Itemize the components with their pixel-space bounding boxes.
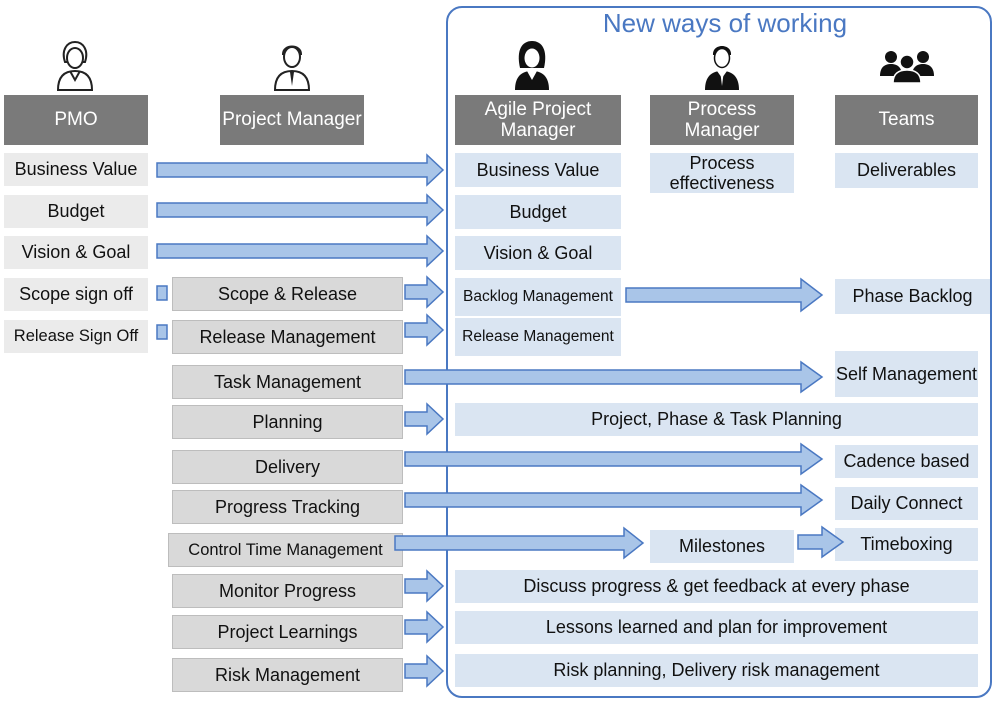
male-person-icon [705, 46, 739, 90]
process-item: Process effectiveness [650, 153, 794, 193]
pm-item: Project Learnings [172, 615, 403, 649]
pmo-item: Budget [4, 195, 148, 228]
agile-item: Business Value [455, 153, 621, 187]
wide-item: Lessons learned and plan for improvement [455, 611, 978, 644]
team-item: Deliverables [835, 153, 978, 188]
pmo-item: Scope sign off [4, 278, 148, 311]
header-process-manager: Process Manager [650, 95, 794, 145]
header-pmo: PMO [4, 95, 148, 145]
team-item: Cadence based [835, 445, 978, 478]
process-item: Milestones [650, 530, 794, 563]
wide-item: Project, Phase & Task Planning [455, 403, 978, 436]
arrow [404, 275, 445, 309]
pm-item: Control Time Management [168, 533, 403, 567]
male-person-outline-icon [273, 45, 311, 91]
wide-item: Discuss progress & get feedback at every… [455, 570, 978, 603]
agile-item: Release Management [455, 318, 621, 356]
female-person-outline-icon [56, 40, 94, 91]
header-project-manager: Project Manager [220, 95, 364, 145]
pmo-item: Release Sign Off [4, 320, 148, 353]
team-item: Daily Connect [835, 487, 978, 520]
wide-item: Risk planning, Delivery risk management [455, 654, 978, 687]
arrow [404, 313, 445, 347]
arrow [404, 360, 824, 394]
agile-item: Vision & Goal [455, 236, 621, 270]
arrow [156, 153, 445, 187]
arrow [156, 234, 445, 268]
pm-item: Delivery [172, 450, 403, 484]
pm-item: Task Management [172, 365, 403, 399]
agile-item: Budget [455, 195, 621, 229]
diagram-title: New ways of working [602, 8, 848, 38]
pm-item: Scope & Release [172, 277, 403, 311]
pm-item: Planning [172, 405, 403, 439]
arrow [404, 442, 824, 476]
team-item: Timeboxing [835, 528, 978, 561]
arrow [404, 610, 445, 644]
arrow [156, 324, 168, 340]
arrow [404, 483, 824, 517]
arrow [625, 277, 824, 313]
pm-item: Release Management [172, 320, 403, 354]
pmo-item: Vision & Goal [4, 236, 148, 269]
arrow [797, 525, 845, 559]
new-ways-frame [446, 6, 992, 698]
team-item: Phase Backlog [835, 279, 990, 314]
team-item: Self Management [835, 351, 978, 397]
arrow [394, 526, 645, 560]
header-agile-project-manager: Agile Project Manager [455, 95, 621, 145]
pm-item: Monitor Progress [172, 574, 403, 608]
arrow [404, 654, 445, 688]
arrow [156, 285, 168, 301]
pm-item: Risk Management [172, 658, 403, 692]
team-group-icon [880, 51, 934, 84]
pm-item: Progress Tracking [172, 490, 403, 524]
female-person-icon [515, 41, 549, 90]
arrow [404, 402, 445, 436]
header-teams: Teams [835, 95, 978, 145]
arrow [404, 569, 445, 603]
pmo-item: Business Value [4, 153, 148, 186]
arrow [156, 193, 445, 227]
agile-item: Backlog Management [455, 278, 621, 316]
